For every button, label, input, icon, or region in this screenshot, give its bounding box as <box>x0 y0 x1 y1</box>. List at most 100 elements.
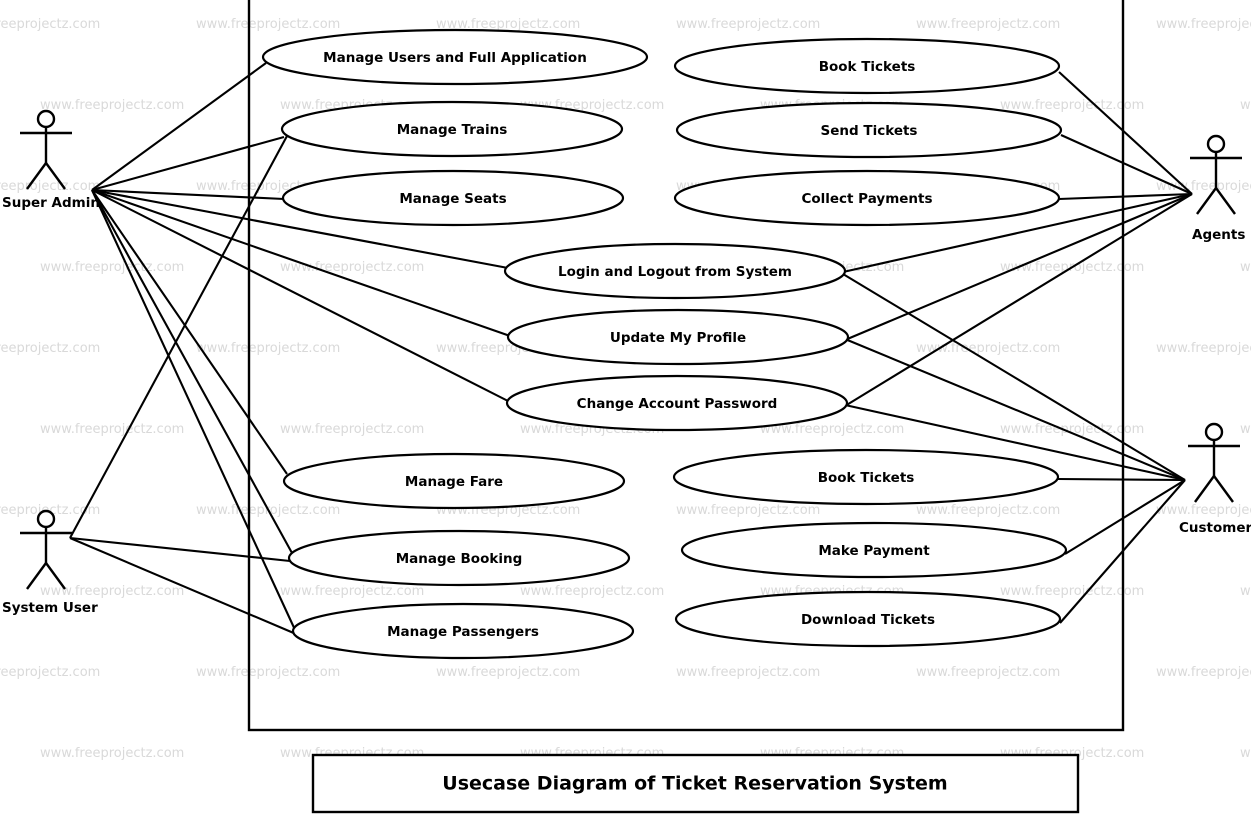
usecase-ellipse <box>291 602 635 660</box>
watermark-text: www.freeprojectz.com <box>1000 584 1144 599</box>
association-line-system-user-to-manage-trains <box>69 135 288 539</box>
watermark-text: www.freeprojectz.com <box>196 17 340 32</box>
association-line-customer-to-make-payment <box>1064 479 1186 555</box>
watermark-text: www.freeprojectz.com <box>1000 98 1144 113</box>
usecase-label: Collect Payments <box>801 191 932 207</box>
watermark-text: www.freeprojectz.com <box>1156 665 1251 680</box>
usecase-manage-trains[interactable]: Manage Trains <box>280 100 624 158</box>
association-line-super-admin-to-change-account-password <box>91 189 511 403</box>
association-line-system-user-to-manage-booking <box>69 536 291 563</box>
diagram-title-layer: Usecase Diagram of Ticket Reservation Sy… <box>311 753 1080 814</box>
usecase-ellipse <box>287 529 631 587</box>
usecase-ellipse <box>261 28 649 86</box>
association-line-agents-to-send-tickets <box>1060 134 1193 195</box>
watermark-text: www.freeprojectz.com <box>0 179 100 194</box>
watermark-text: www.freeprojectz.com <box>1156 179 1251 194</box>
usecase-manage-seats[interactable]: Manage Seats <box>281 169 625 227</box>
association-line-customer-to-change-account-password <box>844 403 1186 482</box>
association-line-super-admin-to-manage-passengers <box>91 189 297 633</box>
watermark-text: www.freeprojectz.com <box>520 584 664 599</box>
usecase-label: Manage Passengers <box>387 624 539 640</box>
association-layer <box>69 62 1193 635</box>
usecase-ellipse <box>282 452 626 510</box>
actor-head-icon <box>1204 422 1224 442</box>
actor-head-icon <box>36 509 56 529</box>
watermark-text: www.freeprojectz.com <box>40 98 184 113</box>
association-line-customer-to-book-tickets-customer <box>1057 477 1186 482</box>
watermark-text: www.freeprojectz.com <box>0 665 100 680</box>
watermark-text: www.freeprojectz.com <box>280 422 424 437</box>
usecase-label: Book Tickets <box>819 59 916 75</box>
actor-leg-left <box>1196 187 1217 215</box>
watermark-text: www.freeprojectz.com <box>436 17 580 32</box>
actor-leg-right <box>45 562 66 590</box>
usecase-label: Send Tickets <box>821 123 918 139</box>
usecase-book-tickets-agent[interactable]: Book Tickets <box>673 37 1061 95</box>
watermark-text: www.freeprojectz.com <box>40 260 184 275</box>
usecase-ellipse <box>281 169 625 227</box>
watermark-text: www.freeprojectz.com <box>1240 98 1251 113</box>
usecase-make-payment[interactable]: Make Payment <box>680 521 1068 579</box>
usecase-ellipse <box>675 101 1063 159</box>
usecase-label: Manage Trains <box>397 122 508 138</box>
actor-super-admin[interactable]: Super Admin <box>2 109 100 211</box>
association-line-customer-to-download-tickets <box>1059 479 1186 624</box>
usecase-manage-fare[interactable]: Manage Fare <box>282 452 626 510</box>
actor-system-user[interactable]: System User <box>2 509 98 616</box>
usecase-collect-payments[interactable]: Collect Payments <box>673 169 1061 227</box>
watermark-text: www.freeprojectz.com <box>0 341 100 356</box>
watermark-text: www.freeprojectz.com <box>40 422 184 437</box>
usecase-login-logout[interactable]: Login and Logout from System <box>503 242 847 300</box>
usecase-update-my-profile[interactable]: Update My Profile <box>506 308 850 366</box>
actor-label: Agents <box>1192 227 1245 243</box>
watermark-text: www.freeprojectz.com <box>0 17 100 32</box>
actor-label: System User <box>2 600 98 616</box>
watermark-text: www.freeprojectz.com <box>40 746 184 761</box>
actor-head-icon <box>1206 134 1226 154</box>
usecase-ellipse <box>674 590 1062 648</box>
watermark-text: www.freeprojectz.com <box>280 260 424 275</box>
watermark-text: www.freeprojectz.com <box>1156 341 1251 356</box>
watermark-text: www.freeprojectz.com <box>40 584 184 599</box>
usecase-ellipse <box>503 242 847 300</box>
actor-leg-right <box>1213 475 1234 503</box>
association-line-agents-to-login-logout <box>842 192 1193 274</box>
usecase-send-tickets[interactable]: Send Tickets <box>675 101 1063 159</box>
usecase-manage-passengers[interactable]: Manage Passengers <box>291 602 635 660</box>
watermark-text: www.freeprojectz.com <box>916 341 1060 356</box>
usecase-ellipse <box>673 37 1061 95</box>
usecase-ellipse <box>672 448 1060 506</box>
watermark-text: www.freeprojectz.com <box>1240 422 1251 437</box>
watermark-text: www.freeprojectz.com <box>0 503 100 518</box>
watermark-text: www.freeprojectz.com <box>196 665 340 680</box>
association-line-super-admin-to-update-my-profile <box>91 189 511 337</box>
actor-leg-left <box>26 562 47 590</box>
usecase-label: Manage Seats <box>399 191 506 207</box>
actor-customer[interactable]: Customer <box>1179 422 1251 536</box>
association-line-super-admin-to-login-logout <box>91 188 509 270</box>
usecase-download-tickets[interactable]: Download Tickets <box>674 590 1062 648</box>
association-line-customer-to-update-my-profile <box>844 338 1186 481</box>
usecase-label: Book Tickets <box>818 470 915 486</box>
watermark-text: www.freeprojectz.com <box>196 341 340 356</box>
usecase-manage-users-full-application[interactable]: Manage Users and Full Application <box>261 28 649 86</box>
actor-leg-left <box>26 162 47 190</box>
usecase-label: Manage Users and Full Application <box>323 50 587 66</box>
association-line-agents-to-update-my-profile <box>844 193 1193 341</box>
usecase-ellipse <box>280 100 624 158</box>
association-line-super-admin-to-manage-booking <box>91 189 293 554</box>
actor-label: Super Admin <box>2 195 100 211</box>
association-line-agents-to-collect-payments <box>1058 192 1193 201</box>
usecase-book-tickets-customer[interactable]: Book Tickets <box>672 448 1060 506</box>
watermark-text: www.freeprojectz.com <box>1240 584 1251 599</box>
usecase-ellipse <box>505 374 849 432</box>
usecase-change-account-password[interactable]: Change Account Password <box>505 374 849 432</box>
actor-agents[interactable]: Agents <box>1190 134 1245 243</box>
watermark-text: www.freeprojectz.com <box>280 584 424 599</box>
usecase-manage-booking[interactable]: Manage Booking <box>287 529 631 587</box>
watermark-text: www.freeprojectz.com <box>1156 503 1251 518</box>
system-boundary <box>247 0 1125 732</box>
association-line-super-admin-to-manage-users-full-application <box>91 62 267 191</box>
watermark-text: www.freeprojectz.com <box>676 665 820 680</box>
